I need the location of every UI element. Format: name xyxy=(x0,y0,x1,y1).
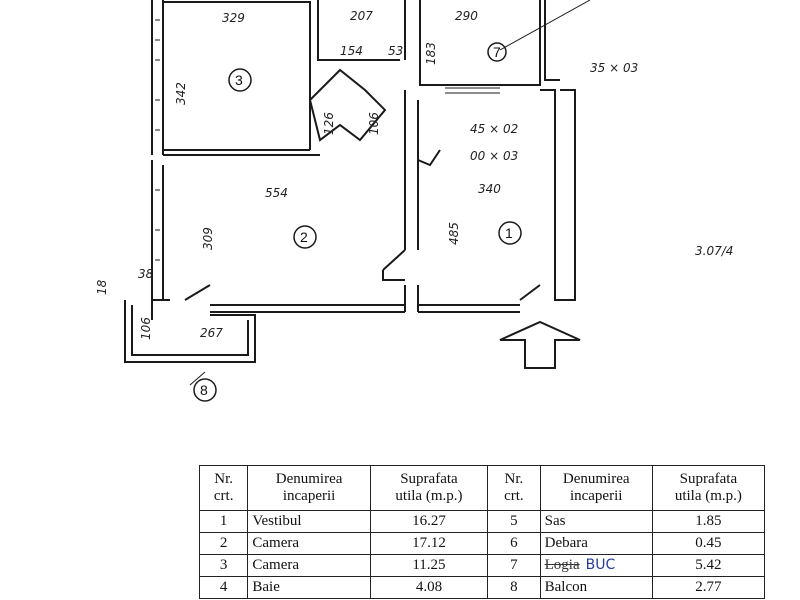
dim-room2-width: 554 xyxy=(265,186,288,200)
cell-nr-2: 8 xyxy=(487,576,541,599)
room-2-marker xyxy=(293,225,317,249)
room-2-number: 2 xyxy=(300,229,308,245)
cell-name: Camera xyxy=(247,532,371,555)
cell-nr: 3 xyxy=(199,554,249,577)
header-nr-2: Nr.crt. xyxy=(487,465,541,511)
cell-name: Camera xyxy=(247,554,371,577)
room-7-number: 7 xyxy=(493,44,501,60)
dim-left-b: 38 xyxy=(138,267,154,281)
cell-area: 11.25 xyxy=(369,554,489,577)
dim-bath-width: 207 xyxy=(350,9,373,23)
cell-area-2: 1.85 xyxy=(651,510,765,533)
room-8-number: 8 xyxy=(200,382,208,398)
cell-nr-2: 7 xyxy=(487,554,541,577)
dim-hall-a: 126 xyxy=(322,112,336,135)
dim-room2-height: 309 xyxy=(201,227,215,250)
cell-area: 4.08 xyxy=(369,576,489,599)
dim-loggia-height: 183 xyxy=(424,42,438,65)
cell-area: 17.12 xyxy=(369,532,489,555)
room-3-number: 3 xyxy=(235,72,243,88)
cell-name-2: Sas xyxy=(539,510,653,533)
cell-name: Vestibul xyxy=(247,510,371,533)
cell-area-2: 0.45 xyxy=(651,532,765,555)
cell-area-2: 2.77 xyxy=(651,576,765,599)
dim-bath-inner: 154 xyxy=(340,44,363,58)
note-top-right: 35 × 03 xyxy=(590,61,638,75)
cell-nr-2: 6 xyxy=(487,532,541,555)
dim-balcony-height: 106 xyxy=(139,317,153,340)
note-mid-a: 45 × 02 xyxy=(470,122,518,136)
side-scribble: 3.07/4 xyxy=(695,244,733,258)
cell-nr: 2 xyxy=(199,532,249,555)
room-1-marker xyxy=(498,221,522,245)
note-mid-b: 00 × 03 xyxy=(470,149,518,163)
handwritten-annotation: BUC xyxy=(585,557,616,573)
room-1-number: 1 xyxy=(505,225,513,241)
dim-balcony-width: 267 xyxy=(200,326,223,340)
cell-name: Baie xyxy=(247,576,371,599)
room-7-marker xyxy=(487,42,507,62)
header-nr: Nr.crt. xyxy=(199,465,249,511)
dim-loggia-width: 290 xyxy=(455,9,478,23)
room-3-marker xyxy=(228,68,252,92)
cell-nr-2: 5 xyxy=(487,510,541,533)
cell-area: 16.27 xyxy=(369,510,489,533)
dim-room3-height: 342 xyxy=(174,82,188,105)
dim-room1-width: 340 xyxy=(478,182,501,196)
dim-left-a: 18 xyxy=(95,279,109,295)
dim-hall-b: 106 xyxy=(367,112,381,135)
dim-room1-height: 485 xyxy=(447,222,461,245)
cell-nr: 4 xyxy=(199,576,249,599)
dim-room3-width: 329 xyxy=(222,11,245,25)
dim-bath-small: 53 xyxy=(388,44,403,58)
cell-area-2: 5.42 xyxy=(651,554,765,577)
cell-name-2: Debara xyxy=(539,532,653,555)
floor-plan: 3 2 1 7 8 329 342 207 154 53 290 183 126… xyxy=(95,0,733,402)
room-8-marker xyxy=(193,378,217,402)
cell-nr: 1 xyxy=(199,510,249,533)
cell-name-2: Balcon xyxy=(539,576,653,599)
